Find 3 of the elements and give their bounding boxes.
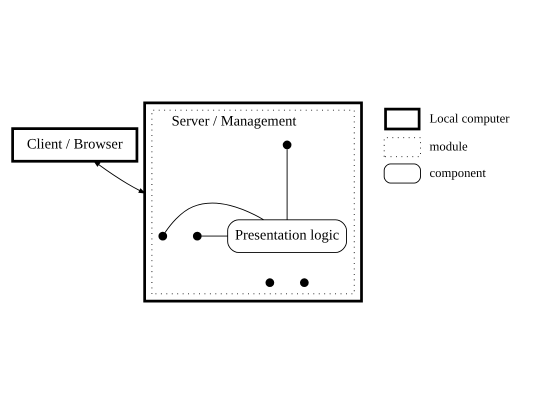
legend-label: component: [430, 166, 486, 180]
legend-label: Local computer: [430, 111, 510, 126]
legend-label: module: [430, 140, 468, 154]
